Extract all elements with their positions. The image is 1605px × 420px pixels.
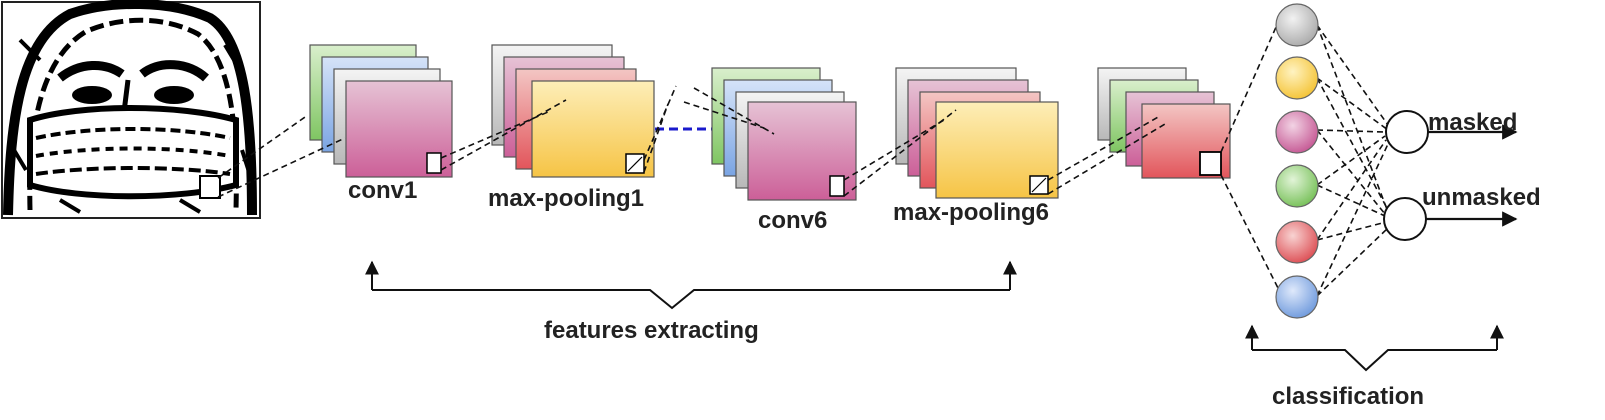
- conv6-label: conv6: [758, 207, 827, 234]
- conv1-kernel-window: [426, 152, 442, 174]
- features-extracting-label: features extracting: [544, 317, 759, 344]
- classification-label: classification: [1272, 383, 1424, 410]
- conv6-layer-stack: [711, 67, 857, 201]
- max-pooling6-label: max-pooling6: [893, 199, 1049, 226]
- unmasked-label: unmasked: [1422, 184, 1541, 211]
- input-image: [1, 0, 261, 219]
- max-pooling1-label: max-pooling1: [488, 185, 644, 212]
- flatten-kernel-window: [1199, 151, 1222, 176]
- hidden-neuron-gray: [1275, 3, 1319, 47]
- hidden-neuron-yellow: [1275, 56, 1319, 100]
- hidden-neuron-pink: [1275, 110, 1319, 154]
- feature-connections: [217, 85, 1166, 198]
- output-neurons: [1383, 110, 1518, 241]
- output-neuron-unmasked: [1383, 197, 1427, 241]
- output-neuron-masked: [1385, 110, 1429, 154]
- flatten-layer-stack: [1097, 67, 1231, 179]
- classification-bracket: [1245, 324, 1504, 372]
- conv1-layer-stack: [309, 44, 453, 178]
- hidden-neuron-red: [1275, 220, 1319, 264]
- conv1-label: conv1: [348, 177, 417, 204]
- hidden-neuron-blue: [1275, 275, 1319, 319]
- classification-connections: [1220, 17, 1389, 297]
- masked-label: masked: [1428, 109, 1517, 136]
- hidden-neurons: [1275, 3, 1319, 319]
- max-pooling6-layer-stack: [895, 67, 1059, 199]
- hidden-neuron-green: [1275, 164, 1319, 208]
- features-extracting-bracket: [365, 260, 1017, 310]
- max-pooling1-layer-stack: [491, 44, 655, 178]
- input-kernel-window: [199, 175, 221, 199]
- conv6-kernel-window: [829, 175, 845, 197]
